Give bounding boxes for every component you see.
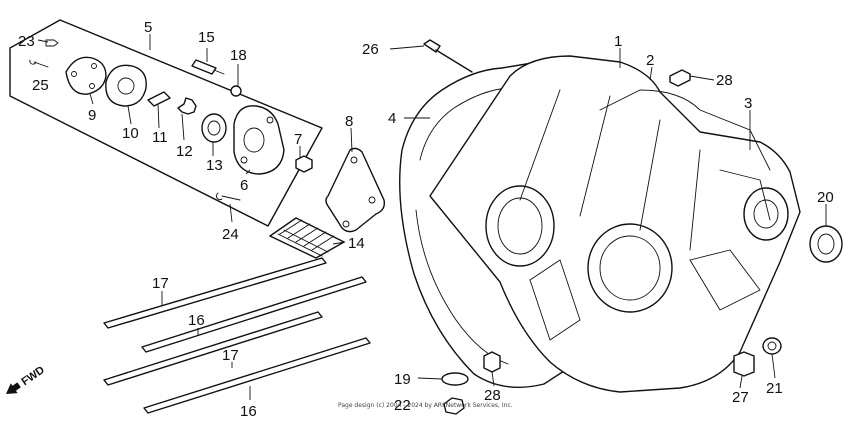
part-cover-plate-9 <box>65 56 107 95</box>
callout-26: 26 <box>362 41 379 58</box>
callout-25: 25 <box>32 77 49 94</box>
callout-7: 7 <box>294 131 302 148</box>
callout-8: 8 <box>345 113 353 130</box>
stud-17-lower <box>103 311 323 386</box>
callout-18: 18 <box>230 47 247 64</box>
part-dowel-28-top <box>669 69 691 87</box>
callout-22: 22 <box>394 397 411 414</box>
part-outer-rotor-13 <box>201 113 227 143</box>
callout-28-bottom: 28 <box>484 387 501 404</box>
part-dowel-28-bottom <box>483 351 501 373</box>
callout-5: 5 <box>144 19 152 36</box>
part-drain-bolt-22 <box>443 397 465 415</box>
callout-23: 23 <box>18 33 35 50</box>
part-pump-body-6 <box>233 105 285 175</box>
part-cover-plate-8 <box>325 147 386 233</box>
callout-16-bottom: 16 <box>240 403 257 420</box>
callout-12: 12 <box>176 143 193 160</box>
callout-4: 4 <box>388 110 396 127</box>
part-collar-21 <box>762 337 782 355</box>
stud-17-upper <box>103 257 327 329</box>
part-washer-18 <box>230 85 242 97</box>
fwd-arrow: FWD <box>6 364 47 394</box>
fwd-label: FWD <box>20 364 47 388</box>
part-strainer-14 <box>269 217 345 259</box>
callout-20: 20 <box>817 189 834 206</box>
part-bolt-26 <box>423 39 473 73</box>
callout-14: 14 <box>348 235 365 252</box>
arrow-left-icon <box>6 382 21 394</box>
callout-6: 6 <box>240 177 248 194</box>
part-pin-23 <box>45 39 59 47</box>
part-inner-rotor-12 <box>177 97 197 115</box>
part-bolt-25 <box>29 59 49 68</box>
part-bolt-7 <box>295 155 313 173</box>
callout-19: 19 <box>394 371 411 388</box>
oil-pump-panel <box>9 19 323 227</box>
crankcase-upper-3 <box>599 89 789 241</box>
callout-9: 9 <box>88 107 96 124</box>
callout-3: 3 <box>744 95 752 112</box>
callout-10: 10 <box>122 125 139 142</box>
callout-24: 24 <box>222 226 239 243</box>
callout-13: 13 <box>206 157 223 174</box>
callout-2: 2 <box>646 52 654 69</box>
part-oil-seal-20 <box>809 225 843 263</box>
part-bolt-15 <box>191 59 225 75</box>
part-pin-11 <box>147 91 171 107</box>
callout-16-top: 16 <box>188 312 205 329</box>
part-dowel-27 <box>733 351 755 377</box>
part-o-ring-19 <box>441 372 469 386</box>
callout-27: 27 <box>732 389 749 406</box>
crankcase-right-half-1 <box>429 55 801 393</box>
callout-1: 1 <box>614 33 622 50</box>
part-bolt-24 <box>216 192 241 201</box>
callout-17-bottom: 17 <box>222 347 239 364</box>
copyright-note: Page design (c) 2004 - 2024 by ARI Netwo… <box>338 402 513 409</box>
stud-16-upper <box>141 276 367 353</box>
leader-lines <box>37 34 827 400</box>
callout-15: 15 <box>198 29 215 46</box>
part-gasket-10 <box>105 64 147 107</box>
callout-21: 21 <box>766 380 783 397</box>
callout-11: 11 <box>152 129 168 146</box>
callout-28-top: 28 <box>716 72 733 89</box>
stud-16-lower <box>143 337 371 414</box>
callout-labels: 23 25 5 15 18 9 10 11 12 13 6 7 8 14 24 … <box>18 19 834 420</box>
callout-17-top: 17 <box>152 275 169 292</box>
